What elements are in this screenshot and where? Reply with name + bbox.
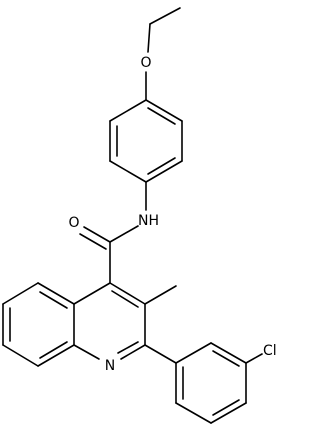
chemical-structure-diagram: O NH O N Cl <box>2 7 277 424</box>
bond-ring1-c <box>145 160 183 183</box>
quinoline-benzo-ring <box>2 282 75 367</box>
bond-c3-methyl <box>144 285 177 305</box>
atom-label-ring-nitrogen: N <box>105 358 115 374</box>
quinoline-pyridine-ring <box>73 282 146 360</box>
bond-c4a-c4 <box>73 282 111 305</box>
bond-c2-n1 <box>120 344 146 360</box>
structure-canvas: O NH O N Cl <box>2 7 277 424</box>
atom-label-amide-nitrogen: NH <box>138 213 159 229</box>
bond-ethyl-ch3-ch2 <box>149 7 181 25</box>
bond-benzo-a <box>37 282 75 305</box>
bond-ethyl-ch2-o <box>147 23 151 53</box>
bond-benzo-b <box>2 282 39 305</box>
bond-ring3-b <box>210 342 247 364</box>
bond-benzo-d <box>2 344 39 367</box>
bond-c4-c3 <box>109 282 146 305</box>
chlorophenyl-ring <box>144 342 263 424</box>
atom-label-ether-oxygen: O <box>140 55 151 71</box>
ethoxy-group <box>145 7 181 101</box>
bond-pyr-double-2 <box>117 341 139 354</box>
amide-group <box>79 181 147 284</box>
bond-pyr-double-1 <box>111 290 139 308</box>
bond-ring1-d <box>109 160 147 183</box>
atom-label-carbonyl-oxygen: O <box>68 215 79 231</box>
bond-benzo-e <box>37 344 75 367</box>
bond-ring3-double-2 <box>212 399 240 416</box>
bond-ring3-a <box>175 342 212 364</box>
bond-ring1-f <box>109 99 147 122</box>
bond-ring3-d <box>210 402 247 424</box>
bond-benzo-double-3 <box>39 341 68 359</box>
bond-n1-c8a <box>73 344 100 360</box>
bond-carbonyl-o-1 <box>83 226 111 243</box>
bond-ring3-double-1 <box>212 350 240 367</box>
atom-label-chlorine: Cl <box>263 343 277 359</box>
bond-ring1-double-2 <box>147 157 176 175</box>
ethoxyphenyl-ring <box>109 99 183 183</box>
bond-benzo-double-1 <box>39 291 68 309</box>
bond-n-carbonyl <box>109 225 139 243</box>
bond-ring3-e <box>175 402 212 424</box>
bond-ring1-double-1 <box>147 107 176 125</box>
bond-c2-aryl <box>144 344 177 364</box>
bond-aryl-cl <box>245 353 263 364</box>
bond-carbonyl-o-2 <box>79 233 107 250</box>
bond-ring1-a <box>145 99 183 122</box>
